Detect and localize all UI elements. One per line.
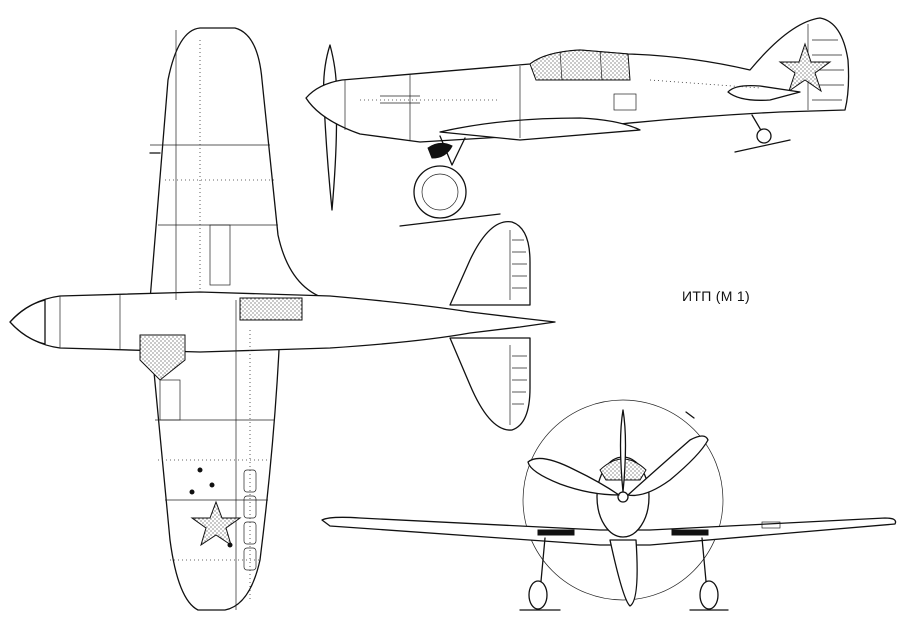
front-prop-disc (522, 399, 724, 601)
front-view (321, 399, 897, 611)
aircraft-designation-label: ИТП (М 1) (682, 288, 750, 304)
side-canopy (529, 49, 631, 81)
side-star-icon (778, 42, 832, 93)
side-view (305, 17, 850, 227)
plan-view (9, 27, 556, 611)
side-main-wheel (413, 165, 467, 219)
plan-star-icon (190, 500, 242, 547)
side-propeller (322, 44, 338, 211)
plan-tailplane (449, 221, 531, 306)
